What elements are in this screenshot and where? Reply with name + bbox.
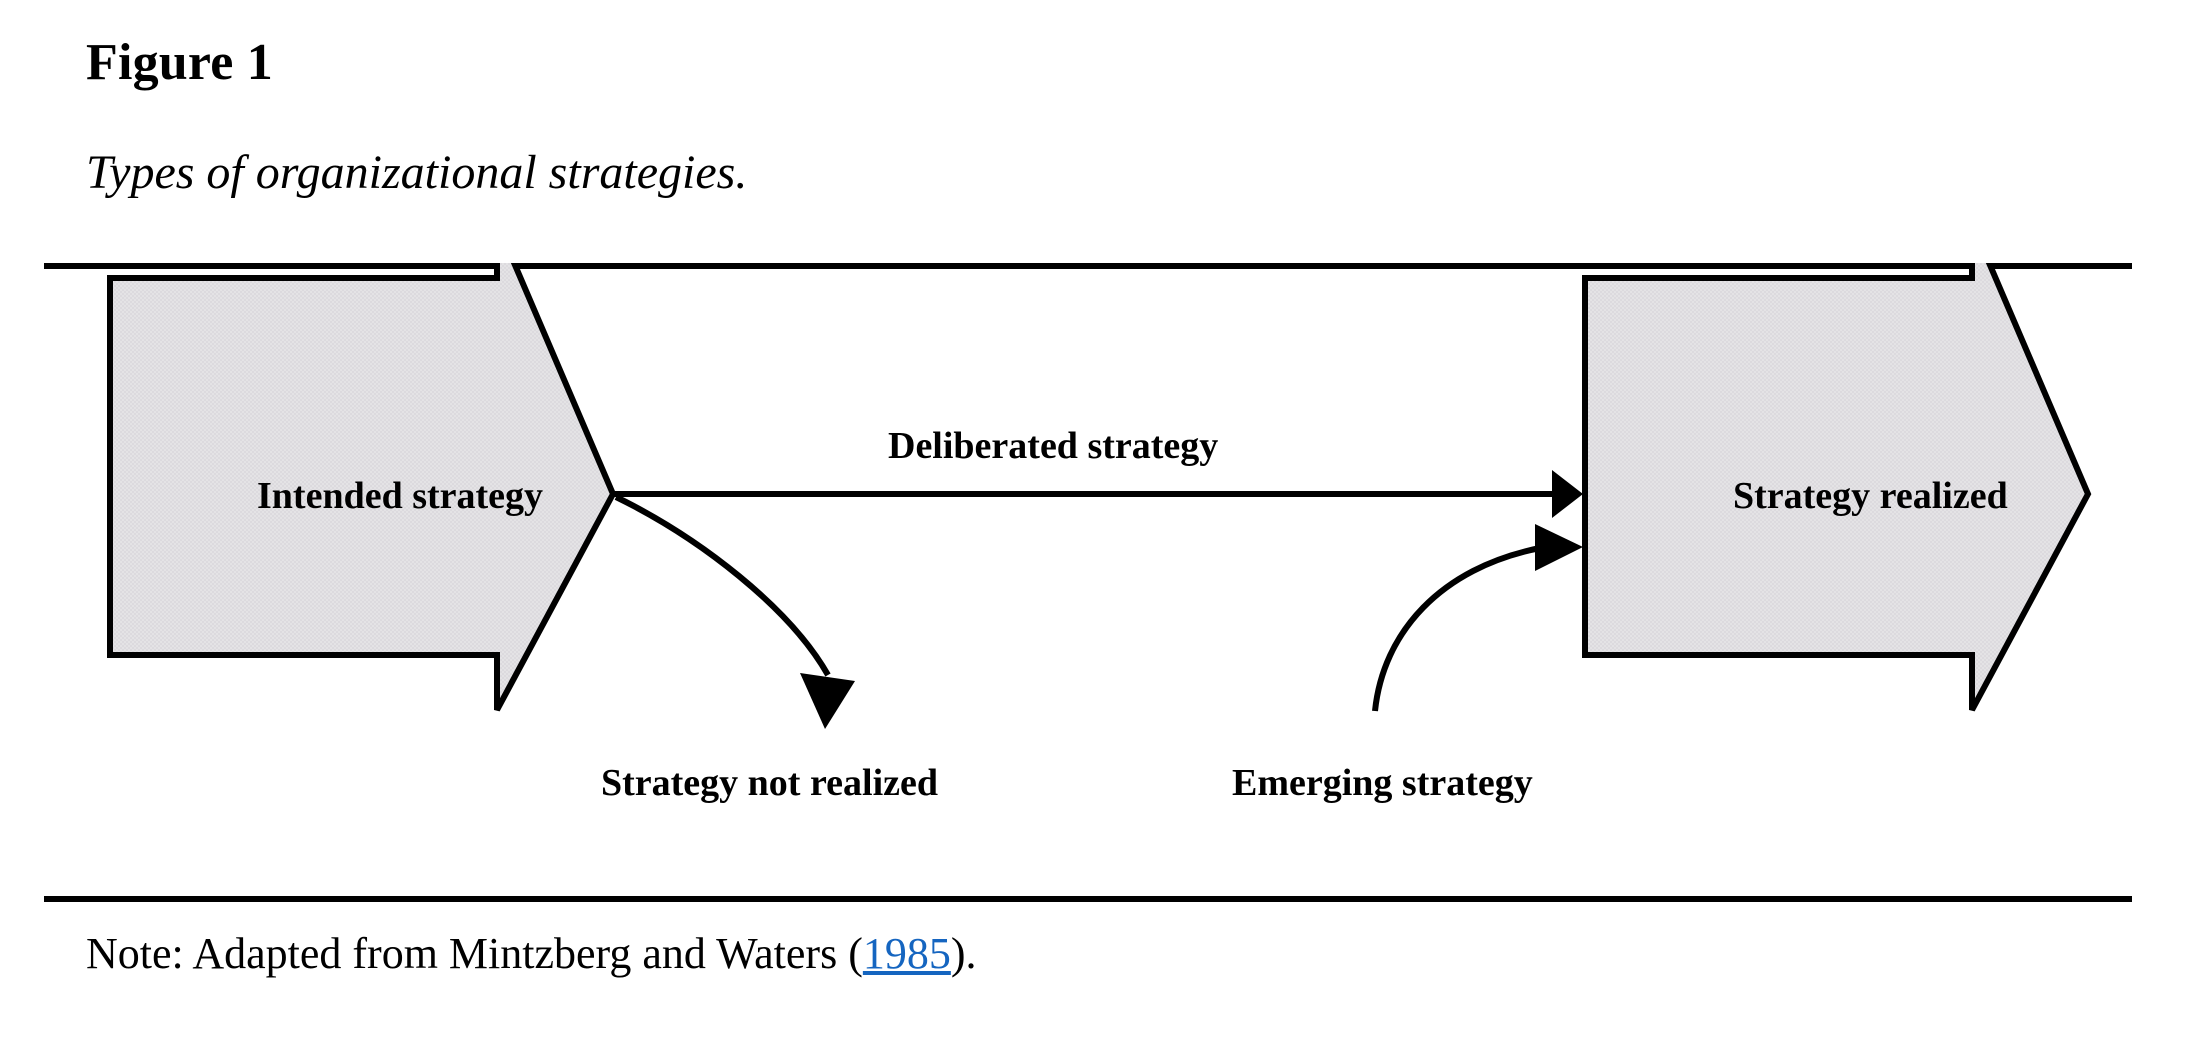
figure-note-citation-link[interactable]: 1985 [862, 929, 951, 978]
figure-caption: Types of organizational strategies. [86, 146, 748, 199]
figure-number: Figure 1 [86, 34, 273, 91]
intended-strategy-arrow: Intended strategy [107, 263, 617, 712]
deliberated-strategy-arrow: Deliberated strategy [613, 425, 1583, 518]
figure-note-prefix: Note: Adapted from Mintzberg and Waters … [86, 929, 863, 978]
strategy-not-realized-label: Strategy not realized [601, 762, 938, 804]
figure-note: Note: Adapted from Mintzberg and Waters … [86, 929, 977, 978]
deliberated-strategy-label: Deliberated strategy [888, 425, 1218, 467]
emerging-strategy-label: Emerging strategy [1232, 762, 1533, 804]
bottom-rule [44, 896, 2132, 902]
strategy-diagram: Intended strategy Strategy realized Deli… [0, 263, 2203, 896]
strategy-not-realized-arrow: Strategy not realized [601, 494, 938, 804]
strategy-realized-arrow: Strategy realized [1582, 263, 2092, 712]
strategy-realized-label: Strategy realized [1733, 475, 2008, 517]
emerging-strategy-arrow: Emerging strategy [1232, 524, 1583, 804]
intended-strategy-label: Intended strategy [257, 475, 543, 517]
top-rule [44, 263, 2132, 269]
figure-note-suffix: ). [950, 929, 977, 978]
